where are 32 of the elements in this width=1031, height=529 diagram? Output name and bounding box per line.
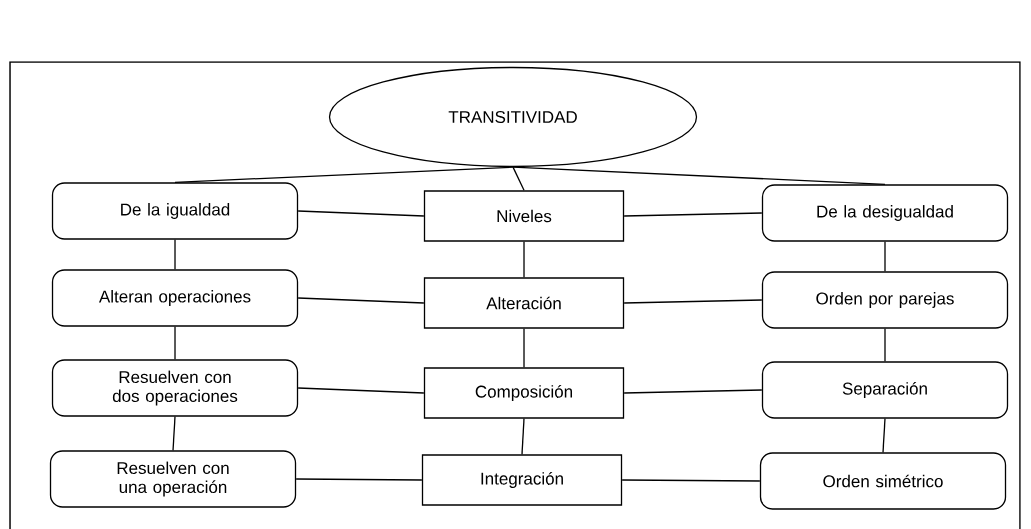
connector-line	[523, 328, 525, 368]
level-box: Integración	[421, 454, 623, 506]
connector-line	[512, 166, 886, 185]
connector-line	[295, 478, 423, 481]
connector-line	[882, 418, 886, 453]
connector-line	[297, 210, 425, 217]
connector-line	[297, 387, 425, 394]
connector-line	[884, 328, 886, 362]
concept-box: Resuelven con dos operaciones	[51, 359, 299, 417]
connector-line	[521, 418, 525, 455]
concept-box: De la igualdad	[51, 182, 299, 240]
concept-box: Separación	[761, 361, 1009, 419]
concept-box: Orden simétrico	[759, 452, 1007, 510]
concept-box: Alteran operaciones	[51, 269, 299, 327]
connector-line	[623, 389, 763, 394]
connector-line	[174, 166, 514, 183]
connector-line	[623, 299, 763, 304]
connector-line	[523, 241, 525, 278]
concept-box: De la desigualdad	[761, 184, 1009, 242]
level-box: Niveles	[423, 190, 625, 242]
connector-line	[621, 479, 761, 482]
connector-line	[172, 416, 176, 451]
connector-line	[174, 239, 176, 270]
concept-box: Orden por parejas	[761, 271, 1009, 329]
concept-box: Resuelven con una operación	[49, 450, 297, 508]
level-box: Alteración	[423, 277, 625, 329]
connector-line	[512, 166, 525, 191]
connector-line	[297, 297, 425, 304]
connector-line	[623, 212, 763, 217]
level-box: Composición	[423, 367, 625, 419]
connector-line	[884, 241, 886, 272]
connector-line	[174, 326, 176, 360]
